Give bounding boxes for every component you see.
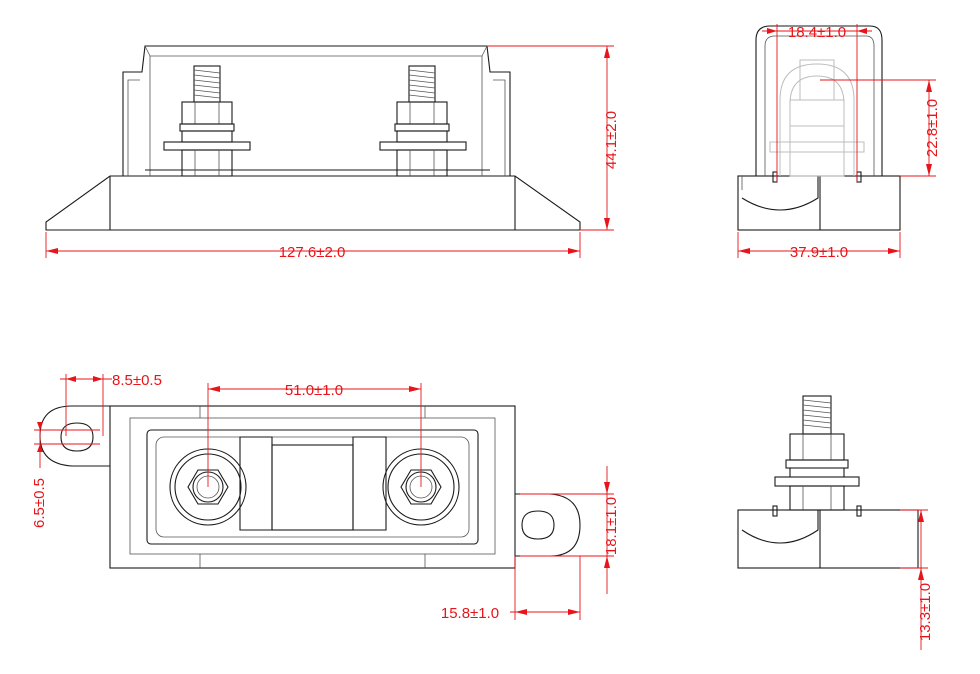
dim-label-front-length: 127.6±2.0 — [279, 244, 346, 261]
dim-top-stud-spacing — [207, 383, 422, 487]
dim-side-width — [737, 232, 901, 258]
dim-label-top-slot: 8.5±0.5 — [112, 372, 162, 389]
top-view: 8.5±0.5 51.0±1.0 6.5±0.5 18.1±1.0 — [31, 372, 620, 622]
dim-end-base-height — [900, 509, 928, 650]
side-stud-ghost — [769, 59, 865, 177]
dim-label-top-hole: 6.5±0.5 — [31, 478, 48, 528]
dim-label-top-stud-spacing: 51.0±1.0 — [285, 382, 343, 399]
dim-label-top-tab-width: 18.1±1.0 — [603, 497, 620, 555]
dim-label-side-height: 22.8±1.0 — [924, 99, 941, 157]
dim-label-side-stud-spacing: 18.4±1.0 — [788, 24, 846, 41]
dim-top-hole — [34, 422, 100, 468]
front-stud-right — [379, 65, 467, 177]
end-view: 13.3±1.0 — [737, 395, 934, 650]
dim-side-stud-spacing — [762, 24, 872, 182]
dim-top-tab-length — [510, 556, 581, 620]
dim-label-top-tab-length: 15.8±1.0 — [441, 605, 499, 622]
dim-top-slot — [60, 374, 112, 436]
front-view: 127.6±2.0 44.1±2.0 — [45, 45, 620, 261]
dim-label-front-height: 44.1±2.0 — [603, 111, 620, 169]
dim-label-side-width: 37.9±1.0 — [790, 244, 848, 261]
side-view: 18.4±1.0 22.8±1.0 37.9±1.0 — [737, 24, 941, 261]
dim-front-height — [487, 45, 614, 231]
dim-front-length — [45, 232, 581, 258]
dim-top-tab-width — [520, 466, 614, 594]
dim-label-end-base-height: 13.3±1.0 — [917, 583, 934, 641]
front-stud-left — [163, 65, 251, 177]
dim-side-height — [820, 79, 936, 177]
